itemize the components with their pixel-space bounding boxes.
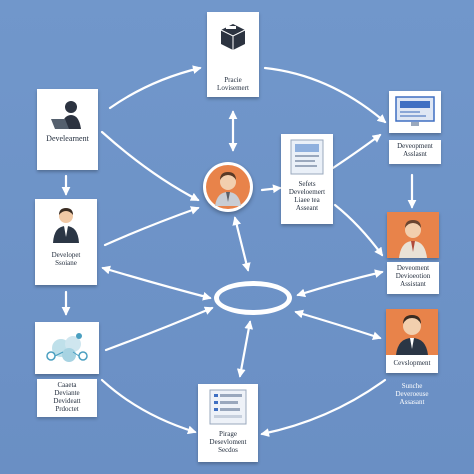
arrow-leftTop-avatar xyxy=(100,130,200,202)
arrow-leftMiddle-hub xyxy=(101,265,212,301)
arrow-leftBottom-bottomCenter xyxy=(100,378,197,435)
arrow-topCenter-topRight xyxy=(263,66,387,124)
node-top-center[interactable]: Pracie Lovisemert xyxy=(207,12,259,97)
node-left-middle-label: Developet Ssoiane xyxy=(51,251,81,267)
arrow-hub-bottomCenter xyxy=(236,320,254,378)
node-left-middle[interactable]: Developet Ssoiane xyxy=(35,199,97,285)
node-right-middle-label: Deveoment Devioeotion Assistant xyxy=(387,262,439,294)
center-avatar[interactable] xyxy=(203,162,253,212)
person-portrait-icon xyxy=(386,309,438,355)
arrow-hub-rightLower xyxy=(294,309,382,341)
node-top-right-label: Deveopment Asslasnt xyxy=(389,140,441,164)
arrow-hub-rightMiddle xyxy=(296,269,384,298)
node-right-bottom-label: Sunche Deveroeuse Assasant xyxy=(395,382,429,406)
person-avatar-icon xyxy=(206,165,250,209)
node-right-lower-label: Cevslopment xyxy=(393,359,431,367)
node-center-doc-label: Sefets Develoemert Liaee tea Asseant xyxy=(288,180,326,212)
businessman-icon xyxy=(53,208,79,243)
network-cloud-icon xyxy=(46,333,88,362)
arrow-leftMiddle-avatar xyxy=(103,206,200,247)
node-left-top-label: Develearnent xyxy=(46,134,89,143)
person-portrait-icon xyxy=(399,220,427,258)
node-right-middle[interactable] xyxy=(387,212,439,258)
box-icon xyxy=(220,24,246,50)
node-bottom-center-label: Pirage Desevloment Secdos xyxy=(209,430,247,454)
node-left-bottom[interactable] xyxy=(35,322,99,374)
arrow-centerDoc-topRight xyxy=(331,133,382,170)
node-left-bottom-label: Caaeta Deviante Devideatt Prdoctet xyxy=(37,379,97,417)
node-top-right[interactable] xyxy=(389,91,441,133)
document-icon xyxy=(209,389,247,425)
node-left-top[interactable]: Develearnent xyxy=(37,89,98,170)
central-hub-ring xyxy=(214,281,292,315)
arrow-leftBottom-hub xyxy=(104,306,214,352)
node-bottom-center[interactable]: Pirage Desevloment Secdos xyxy=(198,384,258,462)
arrow-leftTop-topCenter xyxy=(108,65,202,110)
arrow-rightBottom-bottomCenter xyxy=(260,378,387,437)
arrow-avatar-centerDoc xyxy=(260,184,282,194)
document-icon xyxy=(290,139,324,175)
person-laptop-icon xyxy=(51,101,81,129)
node-center-doc[interactable]: Sefets Develoemert Liaee tea Asseant xyxy=(281,134,333,224)
monitor-icon xyxy=(395,96,435,126)
arrow-avatar-hub xyxy=(232,216,251,272)
arrow-centerDoc-rightMiddle xyxy=(333,203,384,257)
node-right-lower[interactable]: Cevslopment xyxy=(386,309,438,373)
node-top-center-label: Pracie Lovisemert xyxy=(217,76,249,92)
